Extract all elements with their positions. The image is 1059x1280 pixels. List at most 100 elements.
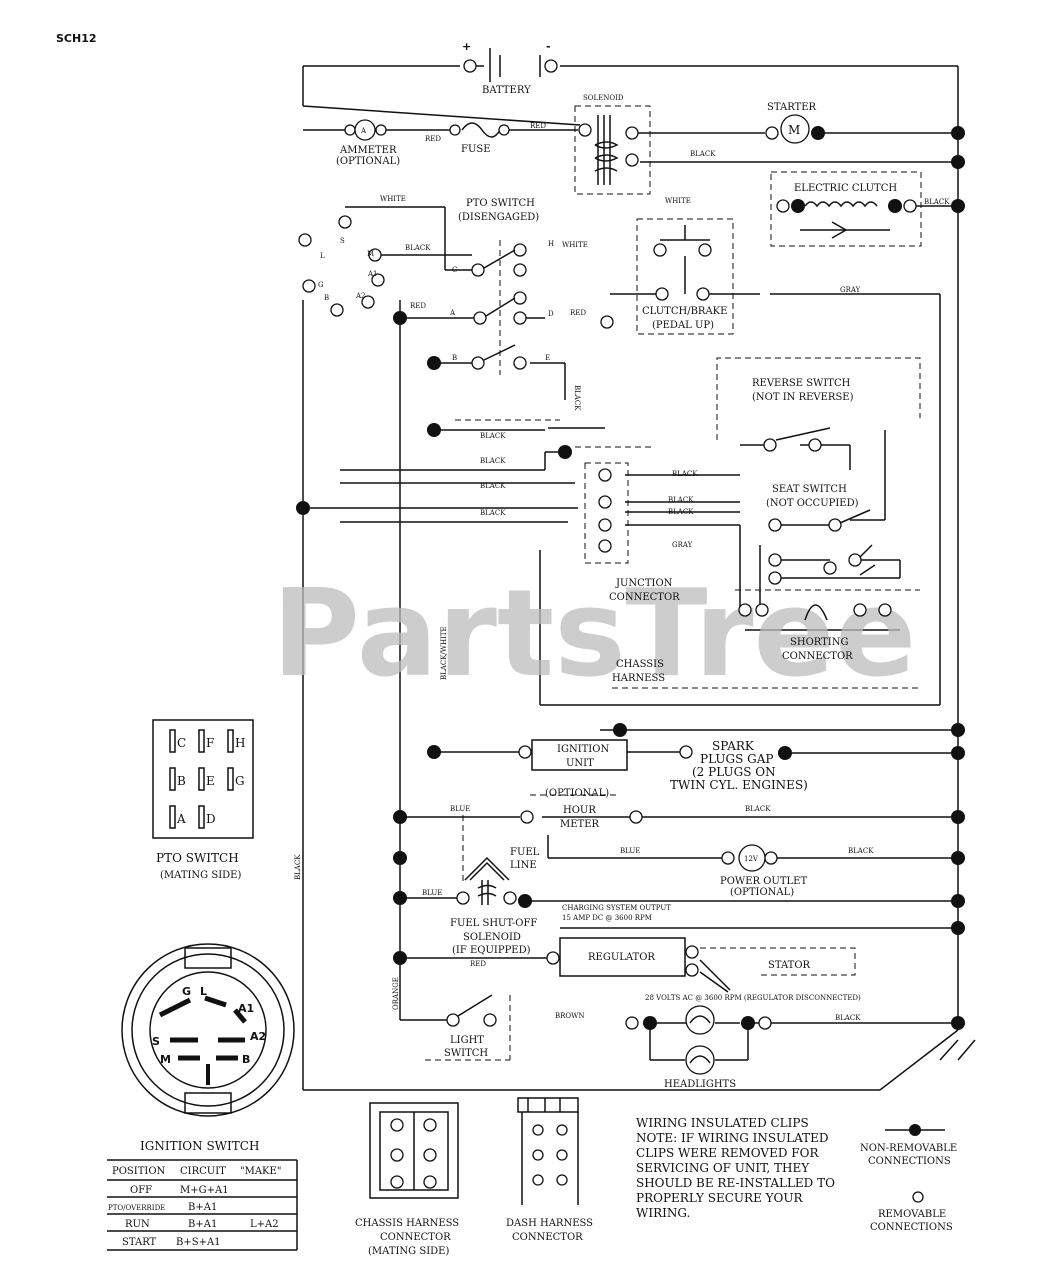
svg-text:OFF: OFF <box>130 1185 152 1196</box>
svg-text:L+A2: L+A2 <box>250 1219 279 1230</box>
svg-text:POSITION: POSITION <box>112 1166 166 1177</box>
spark-plugs-label-1: SPARK <box>712 739 755 753</box>
svg-text:A1: A1 <box>367 270 378 278</box>
svg-text:B: B <box>324 294 329 302</box>
pto-switch-box-sub: (MATING SIDE) <box>160 870 241 881</box>
spark-plugs-label-4: TWIN CYL. ENGINES) <box>670 778 808 792</box>
charging-system: CHARGING SYSTEM OUTPUT 15 AMP DC @ 3600 … <box>392 904 861 1022</box>
shorting-connector-label-1: SHORTING <box>790 637 848 648</box>
legend-removable-1: REMOVABLE <box>878 1209 946 1220</box>
ignition-switch-face: G L A1 A2 S M B IGNITION SWITCH <box>121 943 295 1153</box>
svg-text:RED: RED <box>410 302 426 310</box>
dash-harness-connector: DASH HARNESS CONNECTOR <box>506 1097 593 1243</box>
dash-harness-connector-label-2: CONNECTOR <box>512 1232 583 1243</box>
svg-text:CIRCUIT: CIRCUIT <box>180 1166 226 1177</box>
svg-text:ORANGE: ORANGE <box>392 977 400 1010</box>
legend-removable-2: CONNECTIONS <box>870 1222 953 1233</box>
svg-text:RUN: RUN <box>125 1219 150 1230</box>
legend-non-removable-2: CONNECTIONS <box>868 1156 951 1167</box>
ignition-switch-title: IGNITION SWITCH <box>140 1139 259 1153</box>
spark-plugs-label-3: (2 PLUGS ON <box>692 765 776 779</box>
junction-connector: JUNCTION CONNECTOR BLACK BLACK BLACK GRA… <box>296 423 698 603</box>
dash-harness-connector-label-1: DASH HARNESS <box>506 1218 593 1229</box>
svg-text:WIRING INSULATED CLIPS: WIRING INSULATED CLIPS <box>636 1116 809 1130</box>
headlights-label: HEADLIGHTS <box>664 1079 736 1090</box>
watermark: PartsTree <box>272 565 916 704</box>
chassis-harness-connector-label-3: (MATING SIDE) <box>368 1246 449 1257</box>
chassis-harness-connector-label-2: CONNECTOR <box>380 1232 451 1243</box>
svg-text:G: G <box>318 281 324 289</box>
fuse: FUSE RED RED <box>425 122 546 155</box>
pto-switch-connector: C F H B E G A D PTO SWITCH (MATING SIDE) <box>152 719 254 881</box>
svg-text:BLACK: BLACK <box>668 496 694 504</box>
svg-text:G: G <box>235 774 245 788</box>
reverse-switch-label-1: REVERSE SWITCH <box>752 378 851 389</box>
chassis-harness-connector: CHASSIS HARNESS CONNECTOR (MATING SIDE) <box>355 1102 459 1257</box>
svg-text:BLACK: BLACK <box>480 457 506 465</box>
power-outlet: 12V POWER OUTLET (OPTIONAL) BLUE BLACK <box>620 844 874 898</box>
svg-text:D: D <box>548 310 554 318</box>
hour-meter-label-1: (OPTIONAL) <box>545 788 609 799</box>
fuel-solenoid: FUEL LINE FUEL SHUT-OFF SOLENOID (IF EQU… <box>422 847 540 956</box>
svg-text:BLACK: BLACK <box>294 854 302 880</box>
clutch-brake-switch: WHITE CLUTCH/BRAKE (PEDAL UP) GRAY <box>642 197 861 331</box>
chassis-harness-label-1: CHASSIS <box>616 659 664 670</box>
light-switch: LIGHT SWITCH <box>444 994 497 1059</box>
battery: + - BATTERY <box>462 40 558 96</box>
charging-output-label-2: 15 AMP DC @ 3600 RPM <box>562 914 652 922</box>
component-boundaries <box>425 105 922 1061</box>
pto-switch-box-title: PTO SWITCH <box>156 851 239 865</box>
svg-text:BLACK: BLACK <box>405 244 431 252</box>
svg-text:M: M <box>788 123 800 137</box>
clutch-brake-label-2: (PEDAL UP) <box>652 320 714 331</box>
svg-text:BLACK: BLACK <box>924 198 950 206</box>
svg-text:C: C <box>452 266 457 274</box>
ignition-unit-label-1: IGNITION <box>557 744 609 755</box>
svg-text:BLUE: BLUE <box>450 805 470 813</box>
fuel-solenoid-label-1: FUEL SHUT-OFF <box>450 918 537 929</box>
svg-text:BLACK: BLACK <box>848 847 874 855</box>
svg-text:RED: RED <box>570 309 586 317</box>
svg-text:BLACK: BLACK <box>690 150 716 158</box>
regulator-label: REGULATOR <box>588 952 655 963</box>
solenoid: SOLENOID BLACK <box>578 94 716 185</box>
svg-text:BLACK: BLACK <box>745 805 771 813</box>
svg-text:BLACK: BLACK <box>573 385 581 411</box>
junction-connector-label-1: JUNCTION <box>615 578 673 589</box>
svg-text:B+A1: B+A1 <box>188 1219 217 1230</box>
svg-text:C: C <box>177 736 186 750</box>
pto-switch-title-2: (DISENGAGED) <box>458 212 539 223</box>
legend-non-removable-1: NON-REMOVABLE <box>860 1143 957 1154</box>
charging-output-label-1: CHARGING SYSTEM OUTPUT <box>562 904 671 912</box>
starter: M STARTER <box>765 102 825 144</box>
starter-label: STARTER <box>767 102 817 113</box>
shorting-connector-label-2: CONNECTOR <box>782 651 853 662</box>
svg-text:B+S+A1: B+S+A1 <box>176 1237 221 1248</box>
chassis-harness-connector-label-1: CHASSIS HARNESS <box>355 1218 459 1229</box>
ignition-unit: IGNITION UNIT <box>427 723 792 771</box>
power-outlet-label-1: POWER OUTLET <box>720 876 807 887</box>
svg-text:BLUE: BLUE <box>620 847 640 855</box>
svg-text:RED: RED <box>425 135 441 143</box>
svg-text:WHITE: WHITE <box>380 195 406 203</box>
svg-text:A1: A1 <box>238 1002 254 1015</box>
fuel-solenoid-label-3: (IF EQUIPPED) <box>452 945 531 956</box>
svg-text:L: L <box>320 252 325 260</box>
fuel-line-label-1: FUEL <box>510 847 540 858</box>
power-outlet-label-2: (OPTIONAL) <box>730 887 794 898</box>
ignition-switch-table: POSITION CIRCUIT "MAKE" OFF M+G+A1 PTO/O… <box>107 1159 298 1251</box>
spark-plugs-label-2: PLUGS GAP <box>700 752 773 766</box>
reverse-switch: REVERSE SWITCH (NOT IN REVERSE) <box>752 378 854 452</box>
svg-text:A2: A2 <box>355 292 366 300</box>
svg-text:B: B <box>242 1053 250 1066</box>
main-wiring <box>302 65 959 1091</box>
svg-text:BLACK: BLACK <box>480 509 506 517</box>
svg-text:BROWN: BROWN <box>555 1012 584 1020</box>
svg-text:BLUE: BLUE <box>422 889 442 897</box>
clutch-brake-label-1: CLUTCH/BRAKE <box>642 306 727 317</box>
electric-clutch: ELECTRIC CLUTCH BLACK <box>776 183 950 239</box>
svg-text:E: E <box>206 774 215 788</box>
hour-meter: (OPTIONAL) HOUR METER BLUE BLACK <box>450 788 771 830</box>
